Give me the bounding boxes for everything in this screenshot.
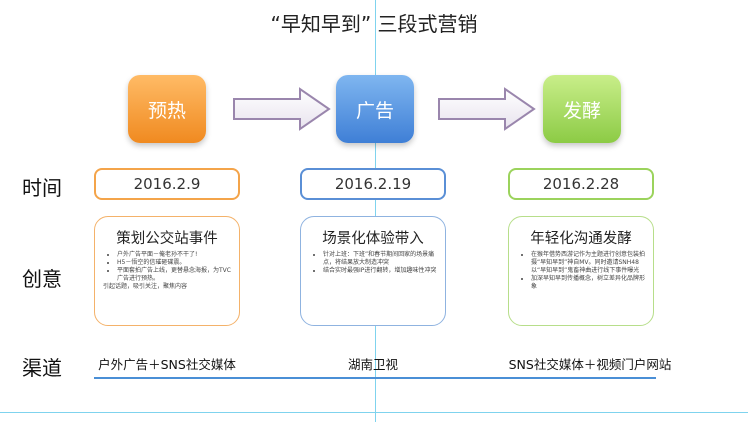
date-text: 2016.2.28 <box>542 175 620 193</box>
date-text: 2016.2.9 <box>133 175 201 193</box>
phase-preheat-label: 预热 <box>147 99 186 122</box>
page-title: “早知早到” 三段式营销 <box>270 12 478 36</box>
idea-bullet: 针对上班：下班”和春节期间回家的场景痛点，将结果放大制造冲突 <box>323 251 437 267</box>
date-box-preheat: 2016.2.9 <box>94 168 240 200</box>
channel-underline <box>94 377 656 379</box>
idea-summary: 引起话题，吸引关注，聚焦内容 <box>103 283 188 290</box>
idea-bullet-list: 在猴年借势西游记作为主题进行创意包装拍摄“早知早到”神自MV。同时邀请SNH48… <box>517 251 645 291</box>
phase-preheat-box: 预热 <box>128 75 206 143</box>
phase-ferment-label: 发酵 <box>562 99 601 122</box>
row-label-channel: 渠道 <box>22 356 62 380</box>
arrow-right-icon <box>438 87 536 131</box>
phase-ad-box: 广告 <box>336 75 414 143</box>
idea-bullet-list: 户外广告平面－俺老孙不干了! H5－悟空的信璀砸碟震。 平面套拍广告上线，更替悬… <box>103 251 231 283</box>
idea-bullet: 在猴年借势西游记作为主题进行创意包装拍摄“早知早到”神自MV。同时邀请SNH48… <box>531 251 645 275</box>
arrow-right-icon <box>233 87 331 131</box>
vertical-guide-line <box>375 0 376 422</box>
phase-ad-label: 广告 <box>355 99 394 122</box>
channel-ferment: SNS社交媒体＋视频门户网站 <box>508 357 672 372</box>
idea-bullet: H5－悟空的信璀砸碟震。 <box>117 259 231 267</box>
channel-preheat: 户外广告＋SNS社交媒体 <box>98 357 236 372</box>
idea-title: 策划公交站事件 <box>116 231 218 247</box>
idea-title: 年轻化沟通发酵 <box>530 231 632 247</box>
idea-bullet-list: 针对上班：下班”和春节期间回家的场景痛点，将结果放大制造冲突 结合实时最强IP进… <box>309 251 437 275</box>
row-label-idea: 创意 <box>22 267 62 291</box>
idea-title: 场景化体验带入 <box>322 231 424 247</box>
date-box-ad: 2016.2.19 <box>300 168 446 200</box>
idea-bullet: 结合实时最强IP进行翻转，增加趣味性冲突 <box>323 267 437 275</box>
idea-box-ad: 场景化体验带入 针对上班：下班”和春节期间回家的场景痛点，将结果放大制造冲突 结… <box>300 216 446 326</box>
horizontal-guide-line <box>0 412 748 413</box>
idea-box-preheat: 策划公交站事件 户外广告平面－俺老孙不干了! H5－悟空的信璀砸碟震。 平面套拍… <box>94 216 240 326</box>
idea-box-ferment: 年轻化沟通发酵 在猴年借势西游记作为主题进行创意包装拍摄“早知早到”神自MV。同… <box>508 216 654 326</box>
date-box-ferment: 2016.2.28 <box>508 168 654 200</box>
row-label-time: 时间 <box>22 176 62 200</box>
idea-bullet: 平面套拍广告上线，更替悬念海报，为TVC广告进行预热。 <box>117 267 231 283</box>
idea-bullet: 户外广告平面－俺老孙不干了! <box>117 251 231 259</box>
phase-ferment-box: 发酵 <box>543 75 621 143</box>
date-text: 2016.2.19 <box>334 175 412 193</box>
idea-bullet: 加深早知早到传播概念，树立差异化品牌形象 <box>531 275 645 291</box>
channel-ad: 湖南卫视 <box>347 357 398 372</box>
